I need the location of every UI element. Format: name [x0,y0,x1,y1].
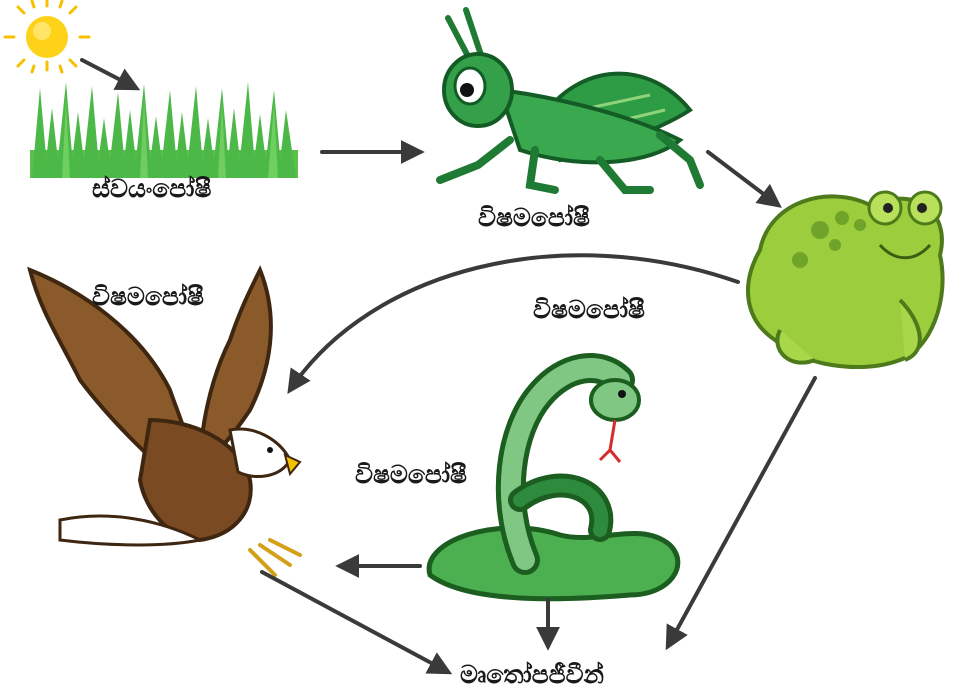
frog-consumer-label: විෂමපෝෂී [533,297,645,322]
eagle-consumer-label: විෂමපෝෂී [92,284,204,309]
sun-icon [5,0,89,72]
grasshopper-icon [440,10,700,190]
grasshopper-consumer-label: විෂමපෝෂී [478,205,590,230]
decomposers-label: මෘතෝපජීවීන් [460,662,604,687]
arrow-frog-to-eagle [290,255,738,390]
arrow-grasshopper-to-frog [708,152,778,205]
producer-label: ස්වයංපෝෂී [92,176,211,201]
arrow-frog-to-decomposers [668,378,815,646]
arrow-eagle-to-decomposers [262,572,448,672]
frog-icon [748,192,943,367]
snake-consumer-label: විෂමපෝෂී [355,462,467,487]
grass-icon [30,82,298,178]
eagle-icon [30,270,300,575]
arrow-sun-to-grass [82,60,136,88]
